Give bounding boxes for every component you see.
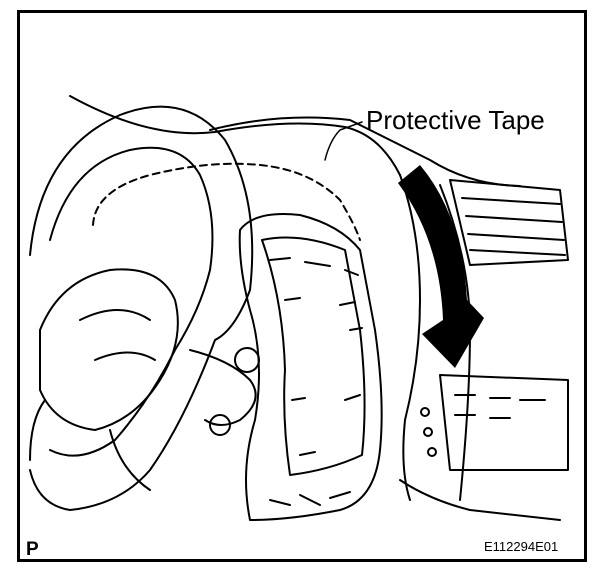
center-console-edge xyxy=(399,174,421,501)
meter-bottom-clips xyxy=(269,491,351,506)
hub-pad-detail xyxy=(79,309,156,361)
protective-tape-dashed-outline xyxy=(92,162,361,241)
steering-spoke-left xyxy=(29,399,46,461)
steering-wheel-hub xyxy=(39,268,179,431)
column-knob-lower xyxy=(209,414,231,436)
console-buttons xyxy=(454,394,546,419)
steering-wheel-rim xyxy=(29,105,254,511)
console-panel-outline xyxy=(439,374,569,471)
dashboard-top-line xyxy=(69,95,401,176)
combination-meter-outer xyxy=(238,213,383,521)
console-knob-2 xyxy=(423,427,433,437)
down-arrow-icon xyxy=(398,165,484,368)
meter-clip-row-3 xyxy=(291,394,361,456)
combination-meter-face xyxy=(261,236,366,476)
callout-leader-line xyxy=(324,121,363,161)
protective-tape-label: Protective Tape xyxy=(366,105,545,135)
air-vent-slats xyxy=(461,197,566,256)
console-knob-1 xyxy=(420,407,430,417)
console-knob-3 xyxy=(427,447,437,457)
meter-clip-row-2 xyxy=(284,297,363,331)
column-knob xyxy=(234,347,260,373)
steering-column xyxy=(189,349,257,426)
steering-spoke-lower xyxy=(109,429,151,491)
figure-id: E112294E01 xyxy=(484,539,559,554)
steering-wheel-inner-rim xyxy=(49,146,214,457)
air-vent-outline xyxy=(449,179,569,266)
console-lower xyxy=(399,479,561,521)
corner-mark: P xyxy=(26,539,39,560)
meter-clip-row-1 xyxy=(269,257,359,276)
